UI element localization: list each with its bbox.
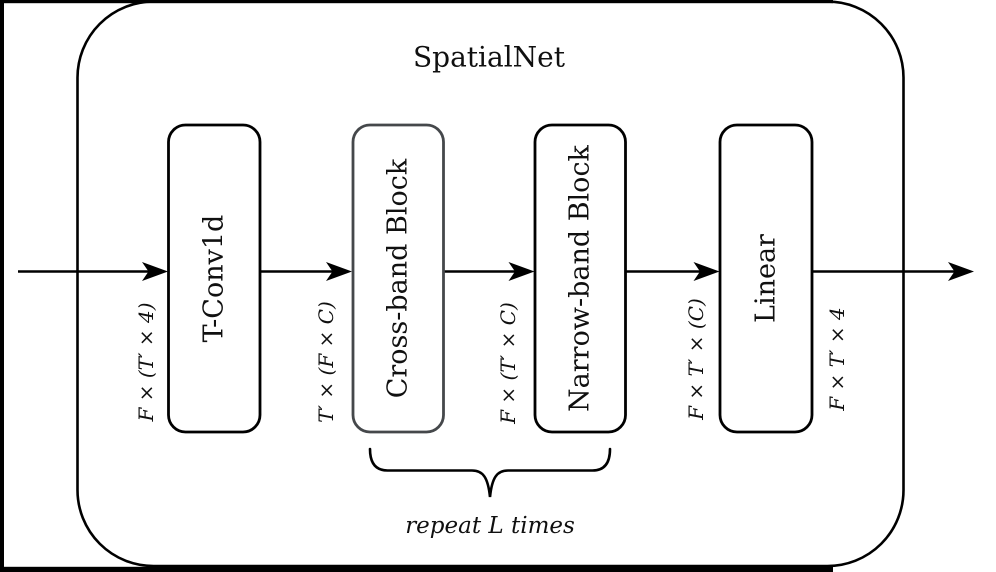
block-narrowband-label: Narrow-band Block: [565, 144, 596, 412]
input-arrow: [18, 262, 168, 281]
arrowhead-icon: [693, 262, 720, 281]
block-crossband-label: Cross-band Block: [383, 158, 414, 398]
block-linear: [718, 123, 814, 434]
arrow-narrowband-to-linear: [626, 262, 720, 281]
frame-left-bar: [0, 0, 4, 572]
repeat-annotation: repeat L times: [405, 513, 575, 539]
block-crossband: [351, 123, 445, 434]
arrow-crossband-to-narrowband: [444, 262, 535, 281]
arrowhead-icon: [142, 262, 168, 281]
tconv-output-shape-label: T′ × (F × C): [314, 301, 338, 423]
block-narrowband: [533, 123, 627, 434]
spatialnet-title: SpatialNet: [413, 41, 566, 74]
crossband-output-shape-label: F × (T′ × C): [496, 302, 520, 425]
spatialnet-container-box: [76, 0, 905, 568]
arrowhead-icon: [948, 262, 974, 281]
arrow-tconv-to-crossband: [261, 262, 352, 281]
block-tconv1d: [167, 123, 262, 434]
arrowhead-icon: [326, 262, 352, 281]
output-shape-label: F × T′ × 4: [825, 307, 849, 411]
repeat-brace-icon: [368, 447, 612, 498]
narrowband-output-shape-label: F × T′ × (C): [684, 298, 708, 421]
frame-bottom-bar: [0, 566, 833, 572]
block-tconv1d-label: T-Conv1d: [199, 215, 230, 343]
arrowhead-icon: [508, 262, 535, 281]
input-shape-label: F × (T′ × 4): [134, 302, 158, 422]
block-linear-label: Linear: [751, 234, 782, 323]
output-arrow: [812, 262, 974, 281]
